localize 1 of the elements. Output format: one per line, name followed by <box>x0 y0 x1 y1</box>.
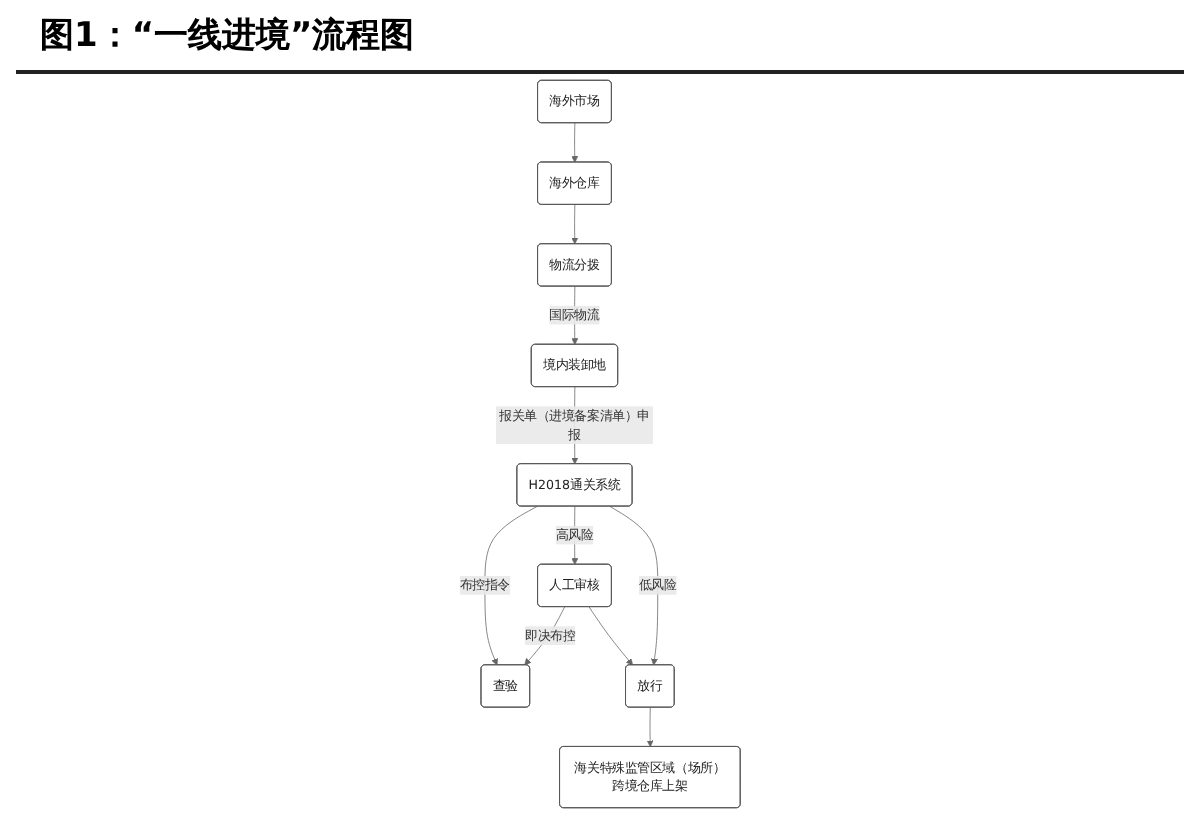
diagram-title: 图1：“一线进境”流程图 <box>16 0 1184 74</box>
